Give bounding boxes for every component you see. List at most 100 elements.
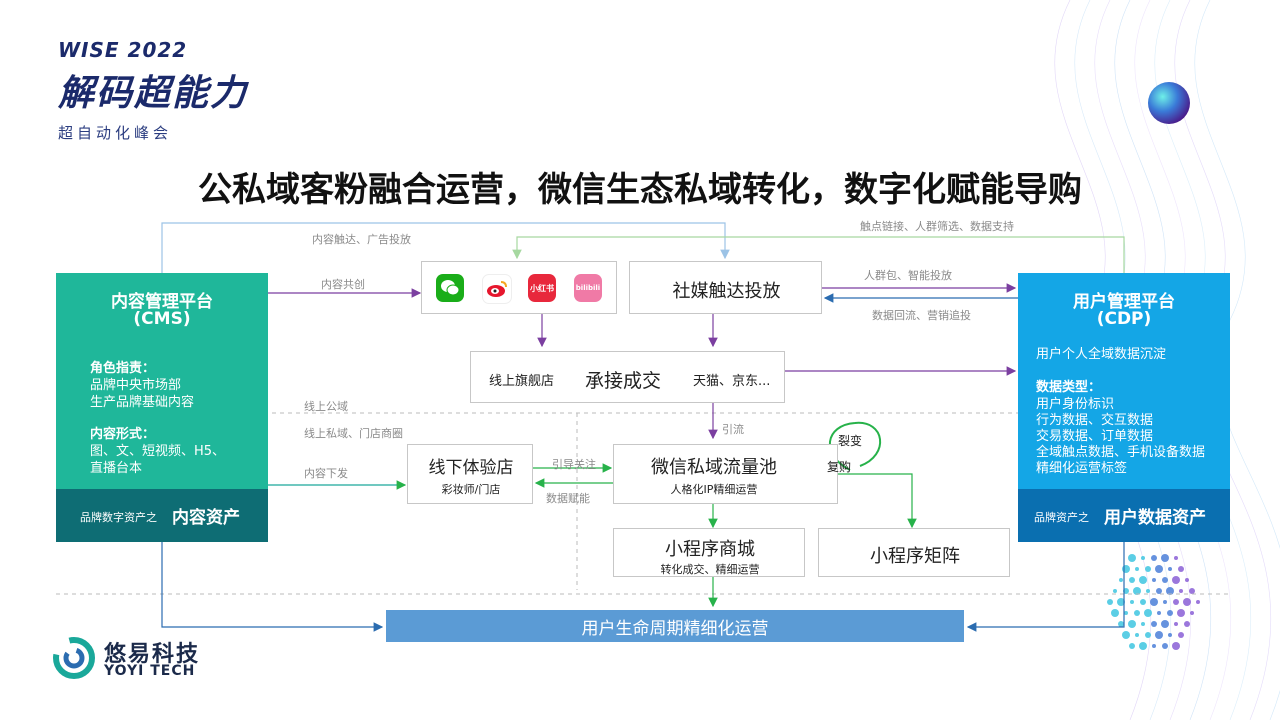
decor-dot [1190,611,1194,615]
brand-en: YOYI TECH [104,663,196,679]
label-data-return: 数据回流、营销追投 [872,309,971,322]
cdp-intro: 用户个人全域数据沉淀 [1036,347,1167,362]
wechat-pool-box: 微信私域流量池 人格化IP精细运营 [613,444,838,504]
decor-dot [1161,554,1169,562]
decor-dot [1129,577,1135,583]
decor-dot [1139,642,1147,650]
decor-dot [1167,610,1173,616]
event-title: 解码超能力 [58,73,249,114]
decor-dot [1174,556,1178,560]
decor-dot [1173,599,1179,605]
repurchase-label: 复购 [827,460,852,474]
label-online-public: 线上公域 [304,400,348,413]
deal-center: 承接成交 [585,370,662,392]
offline-store-sub: 彩妆师/门店 [441,483,501,496]
decor-dot [1119,578,1123,582]
gradient-orb-icon [1148,82,1190,124]
decor-dot [1178,566,1184,572]
dot-hexagon-graphic [1107,554,1200,650]
cdp-types-heading: 数据类型： [1036,380,1102,395]
mini-mall-box: 小程序商城 转化成交、精细运营 [613,528,805,577]
decor-dot [1161,620,1169,628]
mini-mall-title: 小程序商城 [665,539,755,560]
offline-store-title: 线下体验店 [428,458,514,478]
decor-dot [1177,609,1185,617]
decor-dot [1156,588,1162,594]
cms-footer-main: 内容资产 [172,508,240,528]
cms-role-line: 生产品牌基础内容 [90,395,195,410]
mini-matrix-box: 小程序矩阵 [818,528,1010,577]
cms-form-line: 图、文、短视频、H5、 [90,444,226,459]
wechat-pool-sub: 人格化IP精细运营 [670,483,758,496]
decor-dot [1113,589,1117,593]
decor-dot [1134,610,1140,616]
decor-dot [1152,578,1156,582]
decor-dot [1155,631,1163,639]
cdp-type-line: 用户身份标识 [1036,397,1115,412]
weibo-icon [482,274,512,304]
lifecycle-bar: 用户生命周期精细化运营 [386,610,964,642]
label-content-reach: 内容触达、广告投放 [312,233,411,246]
cdp-type-line: 交易数据、订单数据 [1036,429,1154,444]
cms-footer: 品牌数字资产之 内容资产 [56,489,268,542]
decor-dot [1174,622,1178,626]
decor-dot [1135,633,1139,637]
cdp-type-line: 行为数据、交互数据 [1036,413,1154,428]
decor-dot [1141,622,1145,626]
decor-dot [1151,555,1157,561]
decor-dot [1150,598,1158,606]
decor-dot [1189,588,1195,594]
decor-dot [1162,577,1168,583]
cdp-type-line: 全域触点数据、手机设备数据 [1036,445,1206,460]
social-platforms-box: 小红书 bilibili [421,261,617,314]
decor-dot [1184,621,1190,627]
xiaohongshu-icon: 小红书 [528,274,556,302]
cms-footer-prefix: 品牌数字资产之 [80,511,157,524]
decor-dot [1128,554,1136,562]
label-traffic: 引流 [722,423,744,436]
offline-store-box: 线下体验店 彩妆师/门店 [407,444,533,504]
wechat-pool-title: 微信私域流量池 [651,457,777,478]
decor-dot [1123,588,1129,594]
decor-dot [1118,621,1124,627]
yoyi-logo-icon [53,637,95,679]
label-content-cocreate: 内容共创 [321,278,365,291]
decor-dot [1141,556,1145,560]
decor-dot [1124,611,1128,615]
decor-dot [1162,643,1168,649]
decor-dot [1122,565,1130,573]
decor-dot [1146,589,1150,593]
cdp-footer-main: 用户数据资产 [1104,508,1206,528]
decor-dot [1117,598,1125,606]
mini-mall-sub: 转化成交、精细运营 [660,563,760,576]
event-subtitle: 超自动化峰会 [58,124,173,142]
event-logo-line: WISE 2022 [58,38,188,62]
decor-dot [1129,643,1135,649]
cdp-footer: 品牌资产之 用户数据资产 [1018,489,1230,542]
deal-right: 天猫、京东... [693,374,771,389]
decor-dot [1157,611,1161,615]
decor-dot [1185,578,1189,582]
cms-form-heading: 内容形式： [90,427,156,442]
cdp-title: 用户管理平台 [1073,292,1175,312]
cms-role-heading: 角色指责： [90,361,156,376]
decor-dot [1145,632,1151,638]
cms-role-line: 品牌中央市场部 [90,378,182,393]
label-crowd-pack: 人群包、智能投放 [864,269,952,282]
decor-dot [1179,589,1183,593]
mini-matrix-title: 小程序矩阵 [870,546,960,567]
decor-dot [1128,620,1136,628]
decor-dot [1133,587,1141,595]
social-ads-box: 社媒触达投放 [629,261,822,314]
decor-dot [1196,600,1200,604]
decor-dot [1163,600,1167,604]
decor-dot [1135,567,1139,571]
label-online-private: 线上私域、门店商圈 [304,427,403,440]
deal-box: 线上旗舰店 承接成交 天猫、京东... [470,351,785,403]
decor-dot [1122,631,1130,639]
decor-dot [1130,600,1134,604]
decor-dot [1172,642,1180,650]
bilibili-icon: bilibili [574,274,602,302]
decor-dot [1183,598,1191,606]
decor-dot [1107,599,1113,605]
